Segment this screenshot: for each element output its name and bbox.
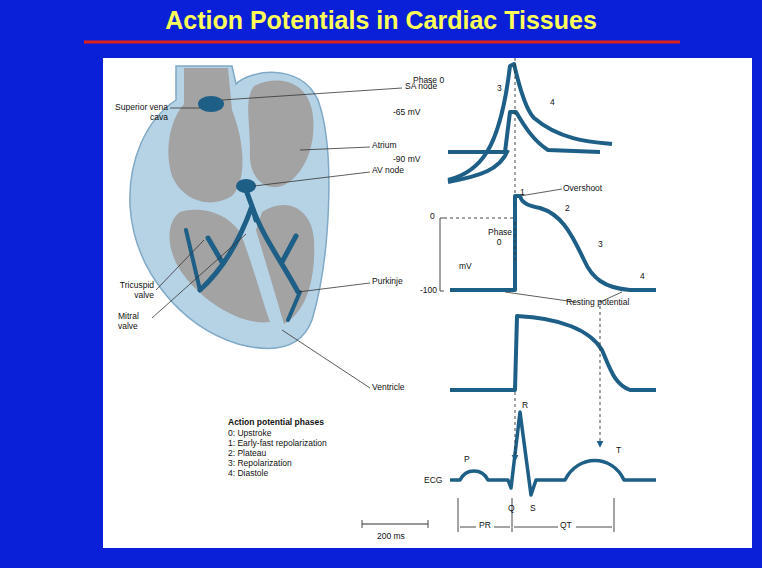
wave-label: S	[530, 504, 536, 514]
wave-label: R	[522, 401, 528, 411]
voltage-label: -90 mV	[393, 155, 420, 165]
phase-number: 3	[497, 84, 502, 94]
axis-tick: -100	[420, 286, 437, 296]
title-underline	[84, 41, 680, 44]
interval-label: QT	[560, 521, 572, 531]
wave-label: P	[464, 455, 470, 465]
scale-label: 200 ms	[377, 532, 405, 542]
part-name: Purkinje	[372, 277, 403, 287]
axis-unit: mV	[459, 262, 472, 272]
phase-label: Phase 0	[413, 76, 444, 86]
interval-label: PR	[479, 521, 491, 531]
part-name: AV node	[372, 166, 404, 176]
axis-tick: 0	[430, 212, 435, 222]
trace-name: ECG	[424, 476, 442, 486]
phase-number: 1	[520, 188, 525, 198]
part-name: Mitral valve	[118, 312, 152, 332]
wave-label: T	[616, 446, 621, 456]
title: Action Potentials in Cardiac Tissues	[0, 6, 762, 35]
phase-label: Phase 0	[488, 228, 510, 248]
axis-guides	[362, 58, 614, 532]
voltage-label: -65 mV	[393, 108, 420, 118]
leader-lines	[152, 88, 622, 388]
legend-item: 4: Diastole	[228, 469, 268, 479]
legend-item: 2: Plateau	[228, 449, 266, 459]
part-name: Ventricle	[372, 383, 405, 393]
part-name: Tricuspid valve	[108, 281, 154, 301]
phase-number: 2	[565, 204, 570, 214]
phase-number: 3	[598, 240, 603, 250]
wave-label: Q	[508, 504, 515, 514]
legend-heading: Action potential phases	[228, 418, 324, 428]
legend-item: 1: Early-fast repolarization	[228, 439, 327, 449]
part-name: Superior vena cava	[106, 103, 168, 123]
legend-item: 3: Repolarization	[228, 459, 292, 469]
panel	[103, 58, 752, 548]
phase-number: 4	[640, 272, 645, 282]
phase-number: 4	[550, 98, 555, 108]
phase-label: Resting potential	[566, 298, 629, 308]
phase-label: Overshoot	[563, 184, 602, 194]
traces	[448, 64, 656, 495]
legend-item: 0: Upstroke	[228, 429, 271, 439]
part-name: Atrium	[372, 141, 397, 151]
